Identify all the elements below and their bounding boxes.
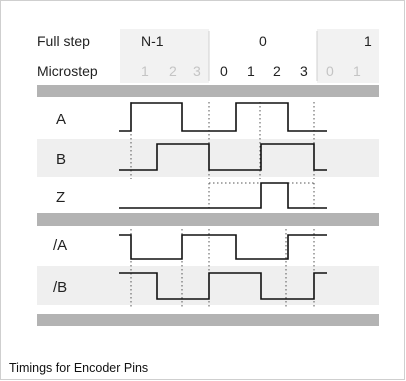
signal-label-z: Z: [56, 189, 65, 206]
header-shade-prev: [120, 29, 209, 83]
step-label-current: 0: [259, 33, 267, 49]
signal-label-na: /A: [53, 237, 67, 254]
microstep-number: 2: [169, 63, 177, 79]
header-shade-next: [317, 29, 379, 83]
separator-bar: [37, 314, 379, 326]
waveforms: [119, 102, 327, 300]
waveform-b: [119, 143, 327, 171]
microstep-number: 0: [326, 63, 334, 79]
microstep-number: 2: [273, 63, 281, 79]
microstep-label: Microstep: [37, 63, 98, 79]
step-label-prev: N-1: [141, 33, 164, 49]
z-window-outline: [208, 182, 315, 208]
microstep-number: 1: [141, 63, 149, 79]
step-label-next: 1: [364, 33, 372, 49]
waveform-z: [119, 182, 327, 209]
separator-bar: [37, 85, 379, 97]
microstep-number: 3: [300, 63, 308, 79]
full-step-label: Full step: [37, 33, 90, 49]
microstep-number: 1: [247, 63, 255, 79]
signal-label-a: A: [56, 111, 66, 128]
microstep-number: 0: [220, 63, 228, 79]
separator-bar: [37, 213, 379, 226]
waveform-na: [119, 234, 327, 260]
signal-label-nb: /B: [53, 279, 67, 296]
signal-label-b: B: [56, 151, 66, 168]
waveform-a: [119, 102, 327, 132]
waveform-nb: [119, 272, 327, 300]
microstep-number: 1: [353, 63, 361, 79]
figure-caption: Timings for Encoder Pins: [9, 361, 149, 375]
microstep-number: 3: [193, 63, 201, 79]
